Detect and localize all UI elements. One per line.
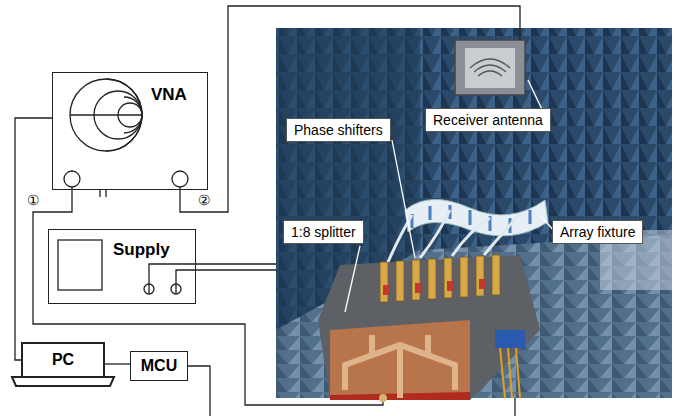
illustration-rect xyxy=(58,240,102,290)
illustration-path xyxy=(176,270,276,294)
device-box: MCU xyxy=(130,351,188,381)
illustration-circle xyxy=(172,171,188,187)
illustration-path xyxy=(500,348,520,398)
illustration-circle xyxy=(70,79,142,151)
illustration-rect xyxy=(444,258,452,298)
illustration-path xyxy=(392,140,415,258)
illustration-path xyxy=(345,246,360,312)
illustration-path xyxy=(188,366,210,416)
illustration-rect xyxy=(465,48,515,88)
illustration-polygon xyxy=(318,255,540,400)
illustration-rect xyxy=(412,260,420,300)
illustration-rect xyxy=(383,285,389,295)
vna-symbols xyxy=(64,79,188,197)
illustration-rect xyxy=(396,261,404,301)
illustration-rect xyxy=(479,279,485,289)
node-label: Phase shifters xyxy=(294,122,383,138)
callout-box: Receiver antenna xyxy=(425,108,551,132)
illustration-path xyxy=(412,205,530,233)
anechoic-chamber-photo xyxy=(276,28,672,402)
leader-lines xyxy=(345,80,555,312)
illustration-g xyxy=(383,279,485,295)
illustration-rect xyxy=(495,330,525,348)
node-label: VNA xyxy=(151,85,187,105)
illustration-rect xyxy=(476,256,484,296)
illustration-rect xyxy=(415,283,421,293)
illustration-polygon xyxy=(12,377,114,386)
illustration-path xyxy=(345,335,455,398)
supply-symbols xyxy=(58,240,181,294)
illustration-path xyxy=(470,59,510,76)
illustration-rect xyxy=(22,343,104,377)
callout-box: 1:8 splitter xyxy=(283,220,364,244)
device-box: Supply xyxy=(48,229,196,304)
device-box: VNA xyxy=(52,72,208,190)
device-box: PC xyxy=(22,343,104,377)
illustration-path xyxy=(405,199,548,235)
callout-box: Phase shifters xyxy=(286,118,391,142)
node-label: PC xyxy=(52,351,74,369)
wire-connector xyxy=(15,118,52,360)
wire-connector xyxy=(104,363,130,364)
callout-number: ② xyxy=(198,192,211,208)
laptop-icon xyxy=(12,343,114,386)
illustration-path xyxy=(100,190,106,197)
illustration-rect xyxy=(447,281,453,291)
illustration-rect xyxy=(492,255,500,295)
node-label: Array fixture xyxy=(560,224,635,240)
illustration-path xyxy=(124,97,142,133)
illustration-rect xyxy=(460,257,468,297)
illustration-rect xyxy=(455,40,525,95)
node-label: Receiver antenna xyxy=(433,112,543,128)
callout-box: Array fixture xyxy=(552,220,643,244)
illustration-circle xyxy=(379,394,387,402)
wires xyxy=(33,6,520,416)
node-label: 1:8 splitter xyxy=(291,224,356,240)
illustration-circle xyxy=(64,171,80,187)
illustration-polygon xyxy=(330,320,470,400)
illustration-path xyxy=(149,264,276,294)
illustration-path xyxy=(514,398,515,416)
node-label: MCU xyxy=(141,357,177,375)
illustration-path xyxy=(106,79,142,151)
callout-number: ① xyxy=(27,192,40,208)
illustration-rect xyxy=(380,262,388,302)
node-label: Supply xyxy=(113,240,170,260)
illustration-g xyxy=(380,255,500,302)
illustration-path xyxy=(33,187,383,405)
illustration-path xyxy=(70,114,142,115)
illustration-rect xyxy=(428,259,436,299)
